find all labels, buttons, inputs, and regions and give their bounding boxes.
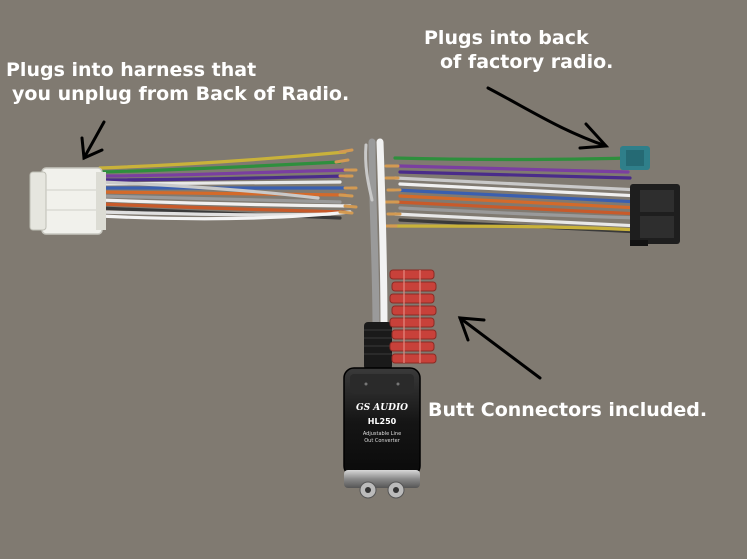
- left-harness-wires: [98, 150, 352, 221]
- module-desc-1: Adjustable Line: [363, 431, 401, 437]
- blue-radio-plug: [620, 146, 650, 170]
- module-model: HL250: [368, 417, 397, 426]
- caption-bottom: Butt Connectors included.: [428, 398, 707, 422]
- module-brand: GS AUDIO: [356, 403, 408, 413]
- caption-left-line1: Plugs into harness that: [6, 59, 257, 81]
- arrow-bottom: [457, 316, 542, 380]
- butt-connectors: [389, 269, 437, 364]
- caption-right: Plugs into back of factory radio.: [424, 26, 613, 74]
- caption-left: Plugs into harness that you unplug from …: [6, 58, 349, 106]
- arrow-right: [486, 86, 610, 150]
- caption-left-line2: you unplug from Back of Radio.: [12, 83, 350, 105]
- line-out-converter: GS AUDIO HL250 Adjustable Line Out Conve…: [343, 367, 421, 499]
- caption-right-line1: Plugs into back: [424, 27, 589, 49]
- right-harness-wires: [388, 156, 642, 234]
- caption-right-line2: of factory radio.: [440, 51, 614, 73]
- white-harness-plug: [29, 167, 106, 235]
- module-desc-2: Out Converter: [364, 438, 401, 444]
- converter-cable: [364, 138, 388, 334]
- caption-bottom-text: Butt Connectors included.: [428, 399, 708, 421]
- black-radio-plug: [630, 184, 680, 246]
- strain-relief: [364, 322, 392, 370]
- arrow-left: [80, 120, 106, 161]
